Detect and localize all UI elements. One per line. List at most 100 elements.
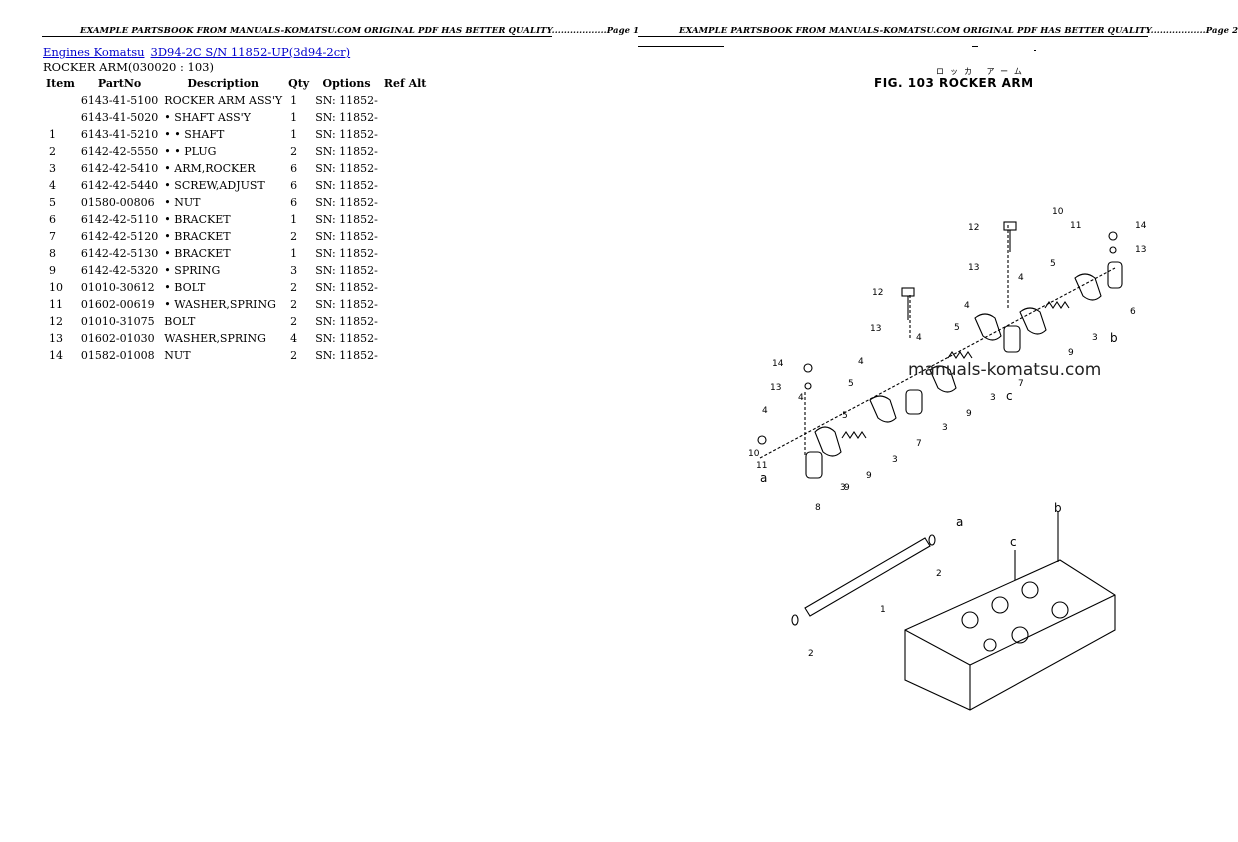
cell-item: 4 [49, 179, 56, 192]
cell-partno: 01582-01008 [80, 349, 155, 362]
svg-text:2: 2 [936, 569, 942, 579]
svg-text:6: 6 [1130, 307, 1136, 317]
cell-description: • • SHAFT [164, 128, 225, 141]
svg-text:4: 4 [858, 357, 864, 367]
column-header-description: Description [187, 77, 260, 90]
svg-text:3: 3 [840, 483, 846, 493]
svg-text:9: 9 [844, 483, 850, 493]
svg-text:c: c [1010, 535, 1017, 549]
cell-partno: 01602-00619 [80, 298, 155, 311]
svg-text:c: c [1006, 389, 1013, 403]
svg-text:4: 4 [798, 393, 804, 403]
svg-text:4: 4 [1018, 273, 1024, 283]
cell-ref-alt [381, 330, 430, 347]
cell-options: SN: 11852- [315, 213, 378, 226]
cell-item: 12 [49, 315, 63, 328]
cell-qty: 1 [290, 247, 298, 260]
svg-text:13: 13 [1135, 245, 1146, 255]
cell-ref-alt [381, 143, 430, 160]
svg-text:14: 14 [772, 359, 784, 369]
cell-options: SN: 11852- [315, 128, 378, 141]
cell-item: 10 [49, 281, 63, 294]
cell-options: SN: 11852- [315, 230, 378, 243]
rocker-shaft [791, 534, 936, 626]
cell-ref-alt [381, 228, 430, 245]
cell-options: SN: 11852- [315, 349, 378, 362]
cell-options: SN: 11852- [315, 94, 378, 107]
svg-text:4: 4 [916, 333, 922, 343]
cell-description: NUT [164, 349, 191, 362]
cell-partno: 6142-42-5120 [80, 230, 159, 243]
spring-parts [841, 301, 1070, 439]
breadcrumb-link-model[interactable]: 3D94-2C S/N 11852-UP(3d94-2cr) [150, 45, 351, 59]
svg-text:5: 5 [1050, 259, 1056, 269]
svg-text:a: a [956, 515, 963, 529]
cell-partno: 01010-30612 [80, 281, 155, 294]
svg-text:9: 9 [966, 409, 972, 419]
cell-qty: 6 [290, 196, 298, 209]
svg-text:4: 4 [762, 406, 768, 416]
column-header-partno: PartNo [97, 77, 142, 90]
rule-tick [1034, 50, 1036, 51]
cell-ref-alt [381, 296, 430, 313]
cell-partno: 01010-31075 [80, 315, 155, 328]
cell-options: SN: 11852- [315, 179, 378, 192]
cell-partno: 6142-42-5110 [80, 213, 159, 226]
column-header-ref-alt: Ref Alt [383, 77, 427, 90]
cell-partno: 6142-42-5550 [80, 145, 159, 158]
column-header-item: Item [46, 77, 75, 90]
cell-partno: 6142-42-5410 [80, 162, 159, 175]
svg-text:7: 7 [916, 439, 922, 449]
cylinder-head [904, 512, 1116, 711]
svg-text:5: 5 [842, 411, 848, 421]
cell-options: SN: 11852- [315, 111, 378, 124]
svg-text:3: 3 [1092, 333, 1098, 343]
header-rule-left [42, 36, 552, 37]
cell-qty: 1 [290, 213, 298, 226]
watermark-text: manuals-komatsu.com [908, 360, 1102, 380]
cell-description: BOLT [164, 315, 196, 328]
table-header-row: Item PartNo Description Qty Options Ref … [43, 75, 429, 92]
cell-partno: 6143-41-5020 [80, 111, 159, 124]
cell-partno: 01602-01030 [80, 332, 155, 345]
breadcrumb: Engines Komatsu 3D94-2C S/N 11852-UP(3d94… [43, 45, 350, 59]
cell-description: • ARM,ROCKER [164, 162, 256, 175]
breadcrumb-link-engines[interactable]: Engines Komatsu [43, 45, 145, 59]
cell-qty: 4 [290, 332, 298, 345]
cell-partno: 6142-42-5320 [80, 264, 159, 277]
cell-ref-alt [381, 194, 430, 211]
cell-partno: 6142-42-5440 [80, 179, 159, 192]
cell-qty: 1 [290, 128, 298, 141]
svg-text:11: 11 [1070, 221, 1081, 231]
svg-text:13: 13 [770, 383, 781, 393]
cell-item: 1 [49, 128, 56, 141]
cell-ref-alt [381, 211, 430, 228]
cell-ref-alt [381, 245, 430, 262]
cell-options: SN: 11852- [315, 162, 378, 175]
cell-ref-alt [381, 92, 430, 109]
cell-item: 8 [49, 247, 56, 260]
cell-qty: 2 [290, 281, 298, 294]
header-rule-short [638, 46, 724, 47]
cell-qty: 6 [290, 179, 298, 192]
cell-item: 3 [49, 162, 56, 175]
cell-options: SN: 11852- [315, 247, 378, 260]
cell-qty: 2 [290, 145, 298, 158]
cell-item [43, 92, 78, 109]
cell-item: 2 [49, 145, 56, 158]
cell-partno: 6143-41-5100 [80, 94, 159, 107]
page-header-right: EXAMPLE PARTSBOOK FROM MANUALS-KOMATSU.C… [679, 26, 1238, 36]
cell-description: • BRACKET [164, 247, 231, 260]
svg-text:9: 9 [866, 471, 872, 481]
assembly-axis-lines [759, 225, 1116, 459]
cell-options: SN: 11852- [315, 264, 378, 277]
svg-text:b: b [1054, 501, 1062, 515]
cell-ref-alt [381, 177, 430, 194]
